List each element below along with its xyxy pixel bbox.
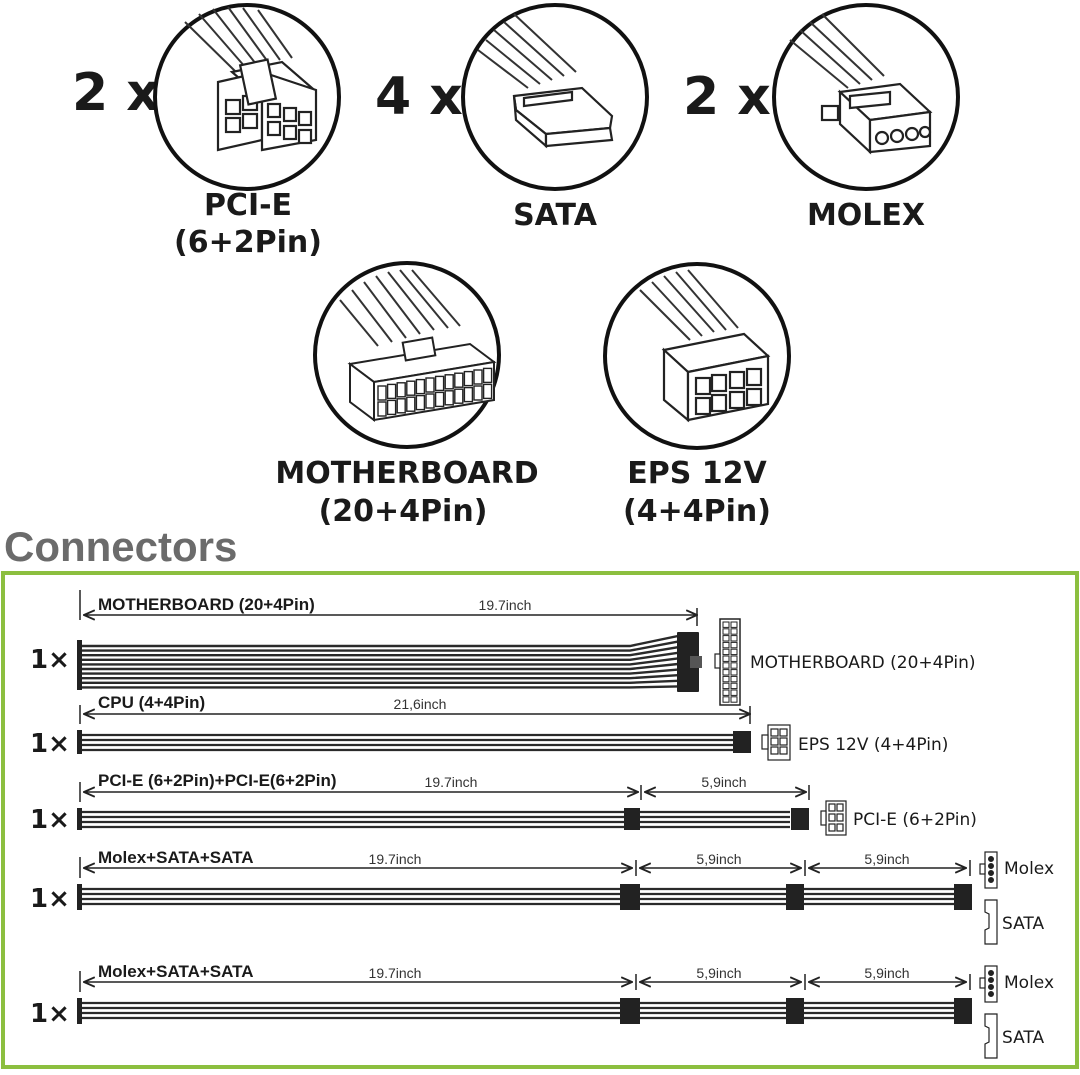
cable-5-label: Molex+SATA+SATA [98,962,254,981]
pcie-connector-icon [153,3,341,191]
cable-molex-sata-1: 1× Molex+SATA+SATA 19.7inch 5,9inch 5,9i… [30,848,1054,945]
molex-plug-icon [979,851,998,889]
cable-1-qty: 1× [30,645,70,675]
eps-sub: (4+4Pin) [623,494,771,529]
cable-2-length-1: 21,6inch [394,696,447,712]
motherboard-name: MOTHERBOARD [275,456,538,491]
cable-1-label: MOTHERBOARD (20+4Pin) [98,595,315,614]
cable-3-label: PCI-E (6+2Pin)+PCI-E(6+2Pin) [98,771,337,790]
cable-5-length-1: 19.7inch [369,965,422,981]
molex-quantity: 2 x [683,67,771,127]
cable-3-length-2: 5,9inch [701,774,746,790]
cable-1-end: MOTHERBOARD (20+4Pin) [750,653,975,673]
molex-name: MOLEX [807,198,925,233]
cable-2-end: EPS 12V (4+4Pin) [798,735,948,755]
sata-plug-icon [984,1013,998,1059]
connectors-frame [1,571,1079,1069]
cable-5-end-1: Molex [1004,973,1054,993]
eps-plug-icon [761,724,791,761]
cable-4-label: Molex+SATA+SATA [98,848,254,867]
cable-3-length-1: 19.7inch [425,774,478,790]
cable-5-length-2: 5,9inch [696,965,741,981]
molex-plug-icon [979,965,998,1003]
cable-4-length-1: 19.7inch [369,851,422,867]
cable-cpu: 1× CPU (4+4Pin) 21,6inch EPS 12V (4+4Pin… [30,693,948,761]
molex-connector-icon [772,3,960,191]
pcie-quantity: 2 x [72,63,160,123]
cable-4-length-3: 5,9inch [864,851,909,867]
cable-1-length-1: 19.7inch [479,597,532,613]
cable-5-length-3: 5,9inch [864,965,909,981]
cable-5-end-2: SATA [1002,1028,1044,1048]
motherboard-connector-icon [313,261,501,449]
cable-motherboard: 1× MOTHERBOARD (20+4Pin) 19.7inch MOTHER… [30,590,975,706]
cable-4-qty: 1× [30,884,70,914]
cable-4-end-2: SATA [1002,914,1044,934]
pcie-sub: (6+2Pin) [174,225,322,260]
motherboard-sub: (20+4Pin) [319,494,488,529]
cable-5-qty: 1× [30,999,70,1029]
sata-name: SATA [513,198,598,233]
pcie-plug-icon [820,800,847,836]
cable-4-end-1: Molex [1004,859,1054,879]
sata-connector-icon [461,3,649,191]
cable-molex-sata-2: 1× Molex+SATA+SATA 19.7inch 5,9inch 5,9i… [30,962,1054,1059]
motherboard-plug-icon [714,618,741,706]
sata-plug-icon [984,899,998,945]
cable-3-qty: 1× [30,805,70,835]
sata-quantity: 4 x [375,67,463,127]
cable-2-qty: 1× [30,729,70,759]
cable-2-label: CPU (4+4Pin) [98,693,205,712]
section-title: Connectors [4,523,237,570]
pcie-name: PCI-E [204,188,292,223]
eps-connector-icon [603,262,791,450]
cable-pcie: 1× PCI-E (6+2Pin)+PCI-E(6+2Pin) 19.7inch… [30,771,977,836]
cable-4-length-2: 5,9inch [696,851,741,867]
cable-3-end: PCI-E (6+2Pin) [853,810,977,830]
eps-name: EPS 12V [627,456,767,491]
